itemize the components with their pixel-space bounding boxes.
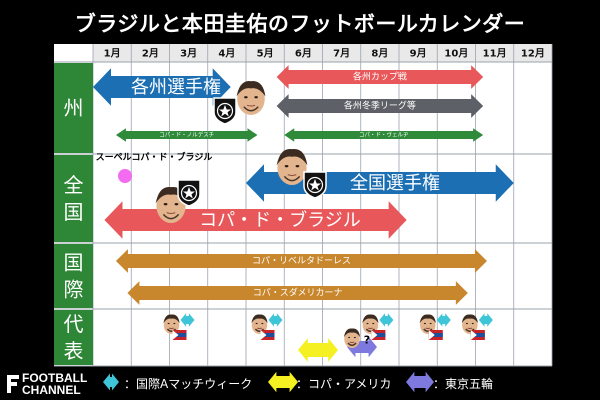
category-label-2: 全 [64, 173, 84, 197]
a-match-week-marker-4 [436, 313, 451, 327]
month-label-8: 8月 [371, 48, 388, 60]
category-label-2: 国 [64, 200, 84, 224]
cambodia-flag-icon [260, 330, 275, 340]
category-cell-3 [54, 244, 93, 308]
category-label-4: 表 [64, 339, 84, 363]
month-label-6: 6月 [295, 48, 312, 60]
botafogo-badge-icon [213, 97, 237, 125]
portrait-honda-olympics [343, 328, 361, 348]
portrait-honda-state [236, 81, 266, 115]
bar-label-libertadores: コパ・リベルタドーレス [252, 256, 351, 267]
bar-kakushu-cup [276, 65, 484, 89]
bar-label-kakushu-cup: 各州カップ戦 [353, 71, 407, 83]
portrait-honda-intl-3 [362, 314, 379, 334]
month-label-9: 9月 [410, 48, 427, 60]
month-label-4: 4月 [218, 48, 235, 60]
portrait-honda-intl-1 [163, 314, 180, 334]
bar-label-kakushu-touki-league: 各州冬季リーグ等 [344, 100, 416, 112]
bar-label-copa-nordeste: コパ・ド・ノルデスチ [159, 131, 214, 139]
portrait-honda-intl-5 [461, 314, 478, 334]
bar-sudamericana [127, 281, 468, 305]
month-label-1: 1月 [104, 48, 121, 60]
bar-label-kakushu-senshuken: 各州選手権 [131, 77, 221, 98]
bar-kakushu-senshuken [93, 68, 231, 106]
legend-swatch-a-match [103, 373, 119, 391]
category-cell-2 [54, 155, 93, 242]
logo-text-football: FOOTBALL [22, 371, 88, 385]
supercopa-marker [118, 169, 132, 183]
category-cell-1 [54, 63, 93, 153]
month-label-2: 2月 [142, 48, 159, 60]
botafogo-badge-icon [303, 171, 327, 199]
a-match-week-marker-3 [379, 313, 394, 327]
month-label-10: 10月 [444, 48, 468, 60]
bar-label-copa-do-brasil: コパ・ド・ブラジル [199, 209, 361, 231]
bar-label-zenkoku-senshuken: 全国選手権 [350, 173, 440, 194]
month-label-3: 3月 [180, 48, 197, 60]
supercopa-label: スーペルコパ・ド・ブラジル [96, 151, 213, 163]
legend-swatch-copa-america [268, 371, 298, 393]
month-label-11: 11月 [483, 48, 507, 60]
cambodia-flag-icon [371, 330, 386, 340]
portrait-honda-intl-2 [251, 314, 268, 334]
a-match-week-marker-1 [180, 313, 195, 327]
legend-text-a-match: ：国際Aマッチウィーク [124, 377, 253, 391]
logo-flag-icon [7, 375, 19, 393]
category-cell-4 [54, 310, 93, 365]
month-label-5: 5月 [257, 48, 274, 60]
bar-kakushu-touki-league [276, 94, 484, 118]
legend-swatch-olympics [406, 371, 434, 393]
bar-copa-verde [284, 128, 484, 142]
olympics-question-mark: ? [364, 334, 370, 347]
legend-text-olympics: ：東京五輪 [433, 377, 494, 391]
a-match-week-marker-2 [268, 313, 283, 327]
bar-copa-nordeste [115, 128, 258, 142]
page-title: ブラジルと本田圭佑のフットボールカレンダー [74, 12, 526, 36]
botafogo-badge-icon [177, 179, 201, 207]
cambodia-flag-icon [428, 330, 443, 340]
portrait-honda-national [276, 149, 308, 185]
bar-label-copa-verde: コパ・ド・ヴェルヂ [359, 131, 409, 139]
cambodia-flag-icon [172, 330, 187, 340]
category-label-3: 国 [64, 251, 84, 275]
logo-text-channel: CHANNEL [22, 383, 81, 397]
a-match-week-marker-5 [478, 313, 493, 327]
bar-libertadores [115, 249, 487, 273]
category-label-4: 代 [64, 312, 84, 336]
category-label-1: 州 [64, 96, 84, 120]
category-label-3: 際 [64, 278, 84, 302]
month-label-12: 12月 [521, 48, 545, 60]
portrait-honda-intl-4 [419, 314, 436, 334]
bar-label-sudamericana: コパ・スダメリカーナ [253, 287, 343, 299]
month-label-7: 7月 [333, 48, 350, 60]
cambodia-flag-icon [470, 330, 485, 340]
legend-text-copa-america: ：コパ・アメリカ [296, 377, 392, 391]
copa-america-marker [298, 338, 338, 362]
